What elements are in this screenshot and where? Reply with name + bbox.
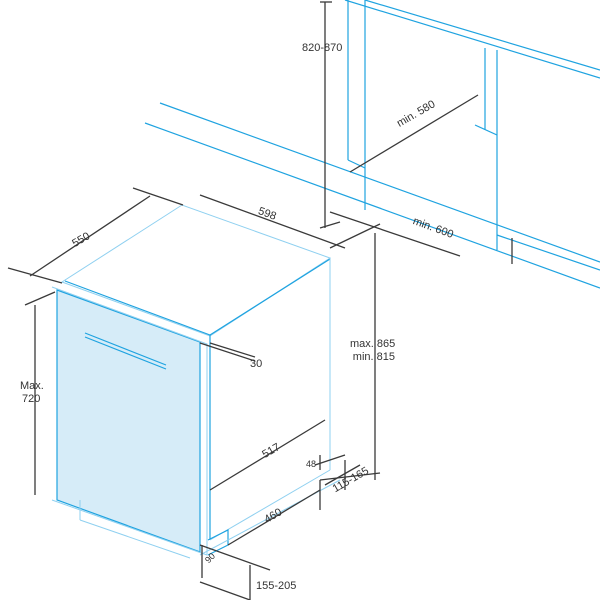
door-handle bbox=[84, 332, 167, 366]
foot-offset-label: 48 bbox=[306, 459, 317, 469]
door-offset-label: 30 bbox=[250, 358, 263, 370]
height-min-label: min. 815 bbox=[352, 351, 395, 363]
door-height-value-label: 720 bbox=[22, 393, 41, 405]
dimension-lines bbox=[7, 1, 513, 600]
door-height-max-label: Max. bbox=[20, 380, 44, 392]
door-panel bbox=[56, 289, 201, 553]
niche-height-label: 820-870 bbox=[302, 42, 343, 54]
cabinet-niche bbox=[144, 0, 600, 289]
height-max-label: max. 865 bbox=[350, 338, 396, 350]
plinth-range-label: 155-205 bbox=[256, 580, 297, 592]
dishwasher bbox=[51, 204, 341, 559]
